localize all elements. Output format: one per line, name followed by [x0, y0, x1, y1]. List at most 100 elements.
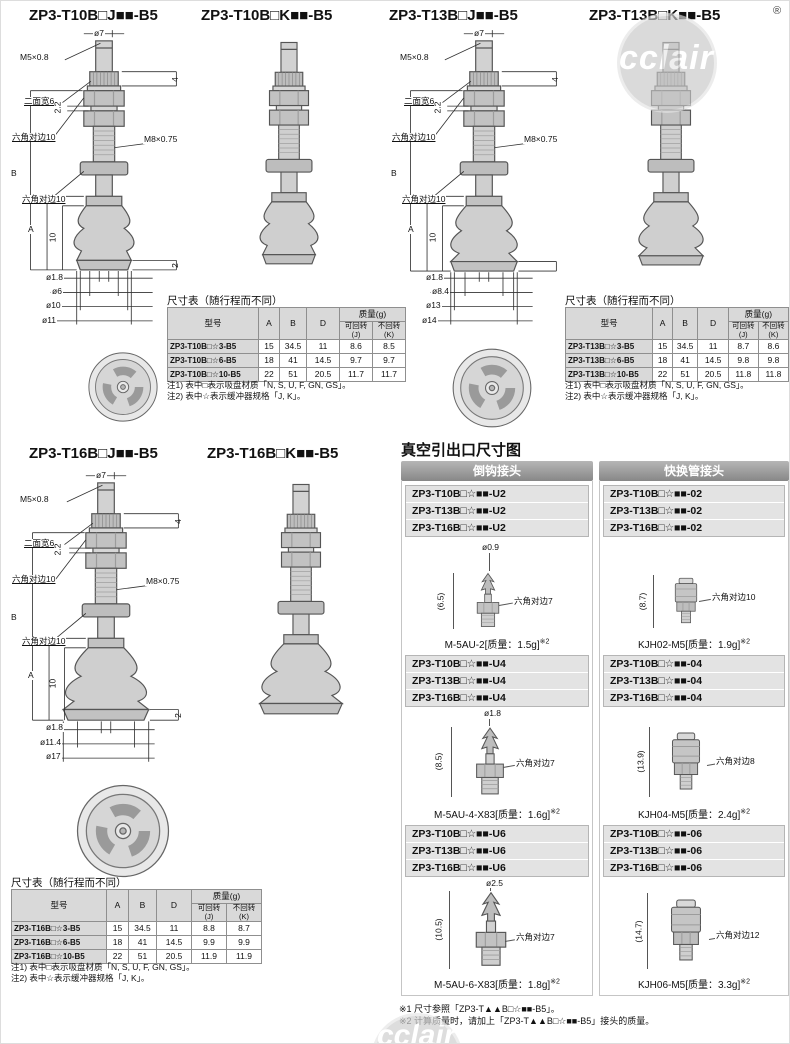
- part-number: ZP3-T10B□☆■■-02: [604, 486, 784, 503]
- part-number-list: ZP3-T10B□☆■■-04 ZP3-T13B□☆■■-04 ZP3-T16B…: [603, 655, 785, 707]
- t16-dimension-table: 型号 A B D 质量(g) 可回转(J) 不回转(K) ZP3-T16B□☆3…: [11, 888, 262, 965]
- dim-label-4: 4: [549, 77, 560, 82]
- col-header-model: 型号: [564, 306, 654, 341]
- fitting-drawing-02: (8.7) 六角对边10: [603, 539, 785, 635]
- col-header-b: B: [279, 306, 307, 341]
- fitting-drawing-u6: ø2.5 (10.5) 六角对边7: [405, 879, 589, 975]
- cell-d: 11: [306, 339, 340, 355]
- col-header-k: 不回转(K): [226, 902, 262, 923]
- port-group-u2: ZP3-T10B□☆■■-U2 ZP3-T13B□☆■■-U2 ZP3-T16B…: [405, 485, 589, 651]
- suction-face-t10-icon: [87, 351, 159, 423]
- height-dim-line: [653, 575, 654, 628]
- height-label: (8.5): [433, 752, 444, 771]
- cell-mass-j: 9.9: [191, 935, 227, 951]
- t16-table-note-1: 注1) 表中□表示吸盘材质「N, S, U, F, GN, GS」。: [11, 962, 195, 972]
- dim-label-flats6: 二面宽6: [403, 96, 436, 106]
- cell-model: ZP3-T16B□☆3-B5: [11, 921, 107, 937]
- fitting-caption: KJH04-M5[质量：2.4g]※2: [637, 808, 751, 821]
- part-number: ZP3-T13B□☆■■-06: [604, 843, 784, 860]
- dim-label-dia7: ø7: [95, 470, 107, 480]
- cell-d: 11: [156, 921, 192, 937]
- col-header-d: D: [156, 888, 192, 923]
- one-touch-fitting-icon: [671, 732, 701, 790]
- port-group-u6: ZP3-T10B□☆■■-U6 ZP3-T13B□☆■■-U6 ZP3-T16B…: [405, 825, 589, 991]
- dim-label-dia-2: ø11.4: [39, 737, 63, 747]
- cell-mass-k: 11.8: [757, 367, 789, 383]
- dim-label-hex10-upper: 六角对边10: [11, 574, 57, 584]
- part-number: ZP3-T16B□☆■■-06: [604, 860, 784, 876]
- dim-label-4: 4: [169, 77, 180, 82]
- part-number: ZP3-T13B□☆■■-04: [604, 673, 784, 690]
- dim-label-2-2: 2.2: [52, 543, 63, 556]
- dim-label-dia-2: ø8.4: [431, 286, 451, 296]
- table-row: ZP3-T13B□☆3-B5 15 34.5 11 8.7 8.6: [564, 339, 789, 355]
- cell-mass-k: 8.6: [757, 339, 789, 355]
- dim-label-dia-3: ø10: [45, 300, 62, 310]
- t10-dimension-table: 型号 A B D 质量(g) 可回转(J) 不回转(K) ZP3-T10B□☆3…: [167, 306, 406, 383]
- part-number-list: ZP3-T10B□☆■■-02 ZP3-T13B□☆■■-02 ZP3-T16B…: [603, 485, 785, 537]
- cell-a: 18: [106, 935, 129, 951]
- port-column-onetouch: 快换管接头 ZP3-T10B□☆■■-02 ZP3-T13B□☆■■-02 ZP…: [599, 461, 789, 996]
- part-number-list: ZP3-T10B□☆■■-U6 ZP3-T13B□☆■■-U6 ZP3-T16B…: [405, 825, 589, 877]
- dim-label-dia-4: ø11: [41, 315, 58, 325]
- col-header-a: A: [652, 306, 673, 341]
- part-number: ZP3-T10B□☆■■-U2: [406, 486, 588, 503]
- cell-model: ZP3-T13B□☆6-B5: [564, 353, 654, 369]
- col-header-model: 型号: [11, 888, 107, 923]
- col-header-mass: 质量(g): [727, 307, 789, 322]
- front-view-t13: [451, 347, 533, 434]
- table-row: ZP3-T10B□☆3-B5 15 34.5 11 8.6 8.5: [167, 339, 406, 355]
- hex-label: 六角对边10: [711, 592, 757, 602]
- fitting-drawing-04: (13.9) 六角对边8: [603, 709, 785, 805]
- col-header-a: A: [258, 306, 280, 341]
- dim-label-10: 10: [427, 232, 438, 243]
- dim-label-dia7: ø7: [93, 28, 105, 38]
- dim-label-A: A: [27, 224, 35, 234]
- model-heading-t10j: ZP3-T10B□J■■-B5: [29, 7, 158, 24]
- drawing-t16j: ø7 M5×0.8 二面宽6 六角对边10 2.2 M8×0.75 六角对边10…: [9, 471, 209, 773]
- dim-label-B: B: [390, 168, 398, 178]
- col-header-a: A: [106, 888, 129, 923]
- table-row: ZP3-T16B□☆10-B5 22 51 20.5 11.9 11.9: [11, 949, 262, 965]
- port-group-04: ZP3-T10B□☆■■-04 ZP3-T13B□☆■■-04 ZP3-T16B…: [603, 655, 785, 821]
- t13k-side-view-drawing: [638, 41, 704, 266]
- dim-label-hex10-lower: 六角对边10: [21, 636, 67, 646]
- part-number-list: ZP3-T10B□☆■■-U4 ZP3-T13B□☆■■-U4 ZP3-T16B…: [405, 655, 589, 707]
- dia-leader-line: [489, 719, 490, 726]
- cell-mass-k: 9.8: [757, 353, 789, 369]
- port-column-barb: 倒钩接头 ZP3-T10B□☆■■-U2 ZP3-T13B□☆■■-U2 ZP3…: [401, 461, 593, 996]
- dim-label-2-2: 2.2: [52, 101, 63, 114]
- col-header-j: 可回转(J): [191, 902, 227, 923]
- suction-face-t16-icon: [75, 783, 171, 879]
- dia-leader-line: [490, 887, 491, 891]
- dia-label: ø0.9: [481, 542, 501, 552]
- t16-table-note-2: 注2) 表中☆表示缓冲器规格「J, K」。: [11, 973, 150, 983]
- table-row: ZP3-T13B□☆10-B5 22 51 20.5 11.8 11.8: [564, 367, 789, 383]
- dim-label-dia-1: ø1.8: [425, 272, 445, 282]
- cell-mass-j: 8.8: [191, 921, 227, 937]
- port-section-title: 真空引出口尺寸图: [401, 442, 522, 459]
- dim-label-flats6: 二面宽6: [23, 538, 56, 548]
- port-column-onetouch-header: 快换管接头: [599, 461, 789, 481]
- part-number: ZP3-T10B□☆■■-U4: [406, 656, 588, 673]
- port-section-footnotes: ※1 尺寸参照「ZP3-T▲▲B□☆■■-B5」。 ※2 计算质量时，请加上「Z…: [399, 1003, 654, 1027]
- fitting-caption: M-5AU-4-X83[质量：1.6g]※2: [434, 808, 560, 821]
- cell-b: 41: [671, 353, 699, 369]
- dim-label-10: 10: [47, 678, 58, 689]
- dim-label-thread-m5: M5×0.8: [399, 52, 430, 62]
- fitting-caption: M-5AU-6-X83[质量：1.8g]※2: [434, 978, 560, 991]
- dim-label-thread-m8: M8×0.75: [143, 134, 179, 144]
- fitting-caption: KJH06-M5[质量：3.3g]※2: [637, 978, 751, 991]
- hex-label: 六角对边7: [515, 758, 556, 768]
- height-label: (6.5): [435, 592, 446, 611]
- cell-mass-k: 8.7: [226, 921, 262, 937]
- height-label: (8.7): [637, 592, 648, 611]
- part-number: ZP3-T10B□☆■■-06: [604, 826, 784, 843]
- part-number: ZP3-T13B□☆■■-02: [604, 503, 784, 520]
- port-column-barb-body: ZP3-T10B□☆■■-U2 ZP3-T13B□☆■■-U2 ZP3-T16B…: [401, 481, 593, 996]
- cell-b: 34.5: [279, 339, 307, 355]
- cell-b: 51: [671, 367, 699, 383]
- drawing-t13k: [579, 31, 759, 323]
- t10-table-note-1: 注1) 表中□表示吸盘材质「N, S, U, F, GN, GS」。: [167, 380, 351, 390]
- cell-a: 18: [652, 353, 673, 369]
